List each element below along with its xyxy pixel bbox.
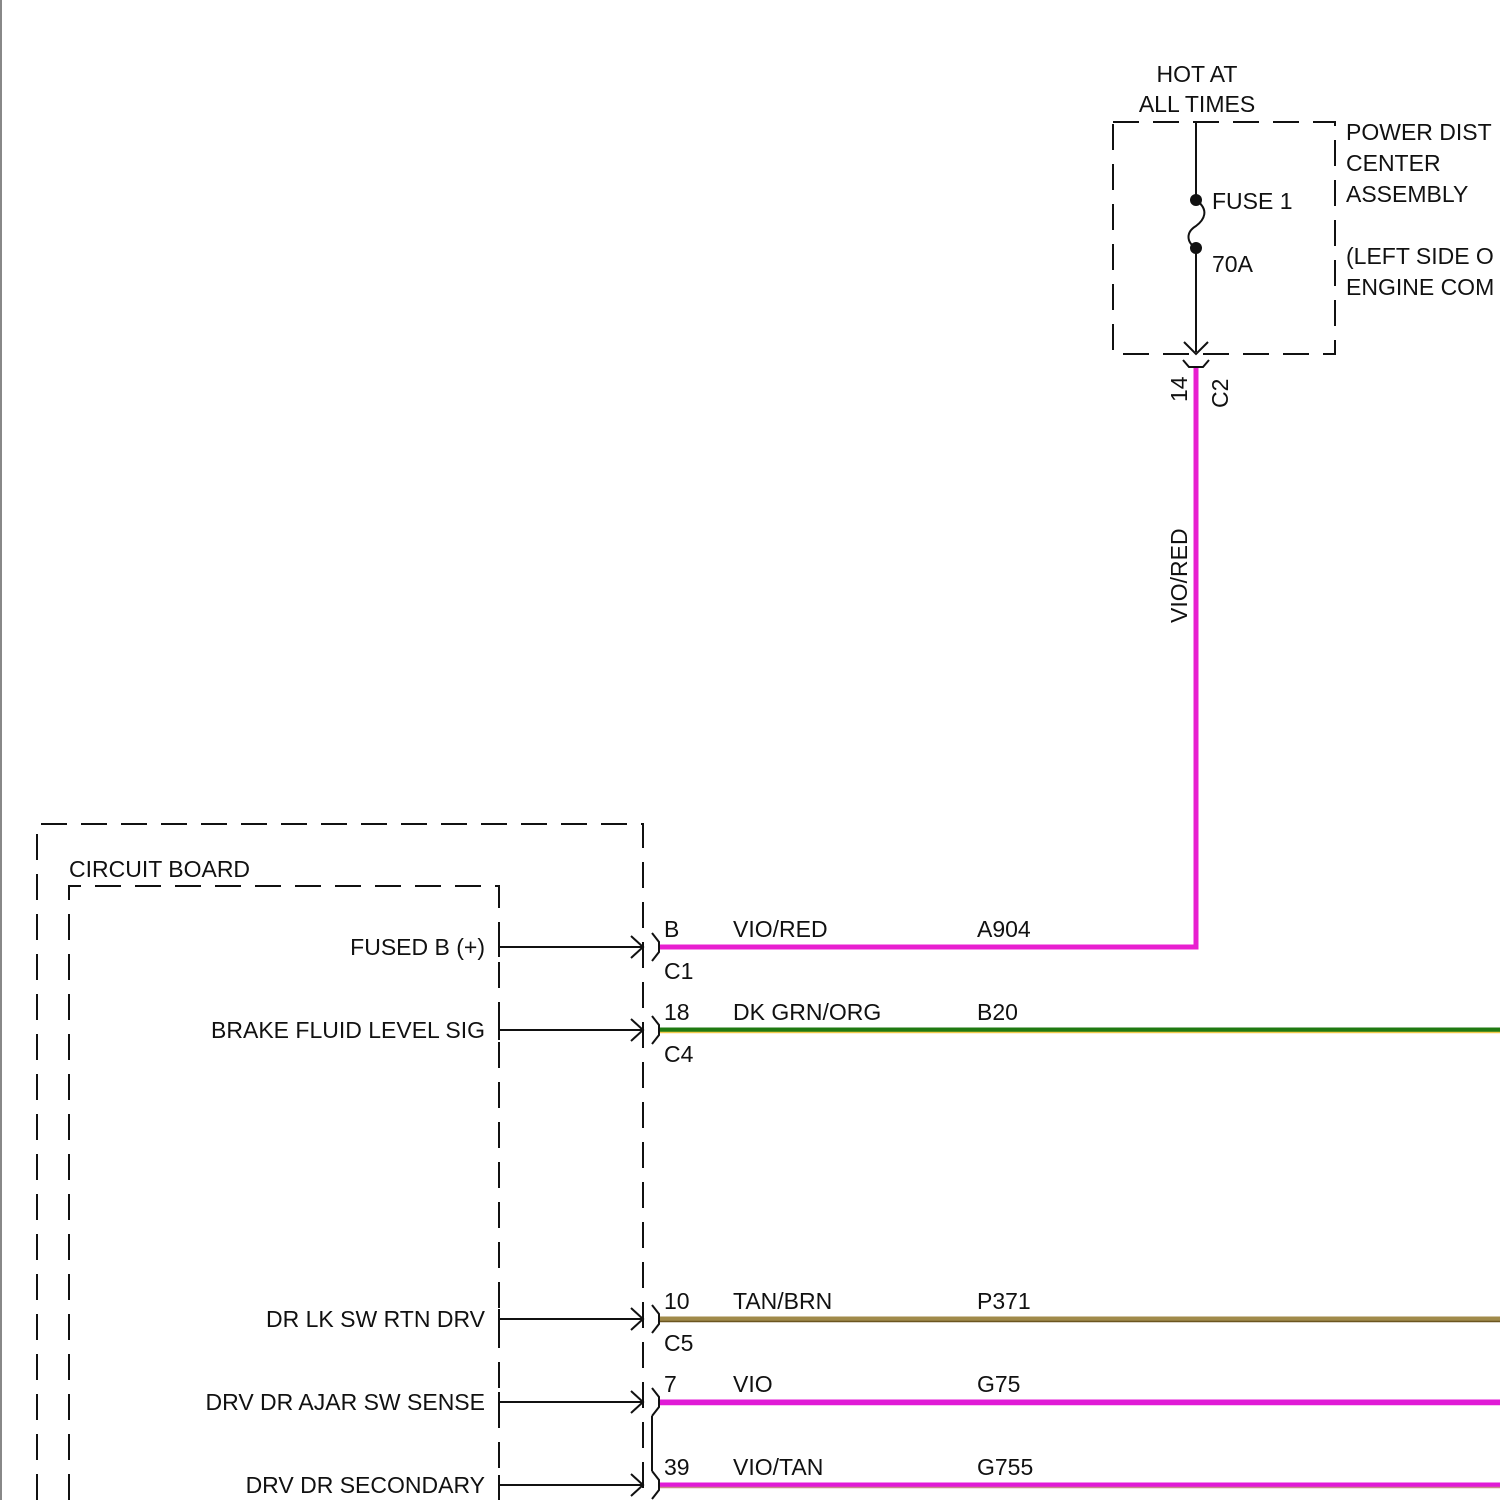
pdc-name-line1: POWER DIST: [1346, 119, 1492, 145]
wire-color-label: VIO/RED: [733, 916, 828, 942]
hot-at-label: HOT AT: [1157, 61, 1238, 87]
pin-number: 7: [664, 1371, 677, 1397]
fuse-name: FUSE 1: [1212, 188, 1293, 214]
circuit-id-label: B20: [977, 999, 1018, 1025]
all-times-label: ALL TIMES: [1139, 91, 1255, 117]
wire-color-label: TAN/BRN: [733, 1288, 832, 1314]
circuit-row: FUSED B (+) B C1 VIO/RED A904: [350, 916, 1031, 984]
connector-id: C1: [664, 958, 693, 984]
circuit-id-label: A904: [977, 916, 1031, 942]
pin-number: B: [664, 916, 679, 942]
wire-a904: [660, 368, 1196, 947]
pin-number: 18: [664, 999, 690, 1025]
connector-bracket-icon: [652, 1305, 659, 1333]
pdc-name-line2: CENTER: [1346, 150, 1441, 176]
signal-label: BRAKE FLUID LEVEL SIG: [211, 1017, 485, 1043]
pdc-location-line1: (LEFT SIDE O: [1346, 243, 1494, 269]
connector-id: C5: [664, 1330, 693, 1356]
circuit-id-label: G75: [977, 1371, 1020, 1397]
pdc-boundary: [1113, 122, 1335, 354]
connector-bracket-icon: [652, 1388, 659, 1416]
signal-label: DRV DR SECONDARY: [246, 1472, 485, 1498]
circuit-board-label: CIRCUIT BOARD: [69, 856, 250, 882]
circuit-id-label: P371: [977, 1288, 1031, 1314]
fuse-rating: 70A: [1212, 251, 1254, 277]
circuit-row: DRV DR AJAR SW SENSE 7 VIO G75: [206, 1371, 1500, 1416]
wire-color-label: VIO/TAN: [733, 1454, 823, 1480]
wire-color-label: DK GRN/ORG: [733, 999, 881, 1025]
circuit-row: DRV DR SECONDARY 39 VIO/TAN G755: [246, 1454, 1500, 1499]
connector-id: C4: [664, 1041, 694, 1067]
c2-connector-id: C2: [1207, 379, 1233, 408]
c2-pin-number: 14: [1166, 376, 1192, 402]
signal-label: DRV DR AJAR SW SENSE: [206, 1389, 485, 1415]
riser-wire-color: VIO/RED: [1166, 528, 1192, 623]
power-distribution-center: HOT AT ALL TIMES POWER DIST CENTER ASSEM…: [1113, 61, 1494, 623]
signal-label: DR LK SW RTN DRV: [266, 1306, 486, 1332]
pdc-location-line2: ENGINE COM: [1346, 274, 1494, 300]
signal-label: FUSED B (+): [350, 934, 485, 960]
pdc-name-line3: ASSEMBLY: [1346, 181, 1468, 207]
circuit-id-label: G755: [977, 1454, 1033, 1480]
pin-number: 10: [664, 1288, 690, 1314]
fuse-icon: [1189, 200, 1205, 248]
connector-c2-icon: [1183, 360, 1209, 367]
pin-number: 39: [664, 1454, 690, 1480]
connector-bracket-icon: [652, 1016, 659, 1044]
connector-bracket-icon: [652, 933, 659, 961]
connector-bracket-icon: [652, 1471, 659, 1499]
wire-color-label: VIO: [733, 1371, 773, 1397]
